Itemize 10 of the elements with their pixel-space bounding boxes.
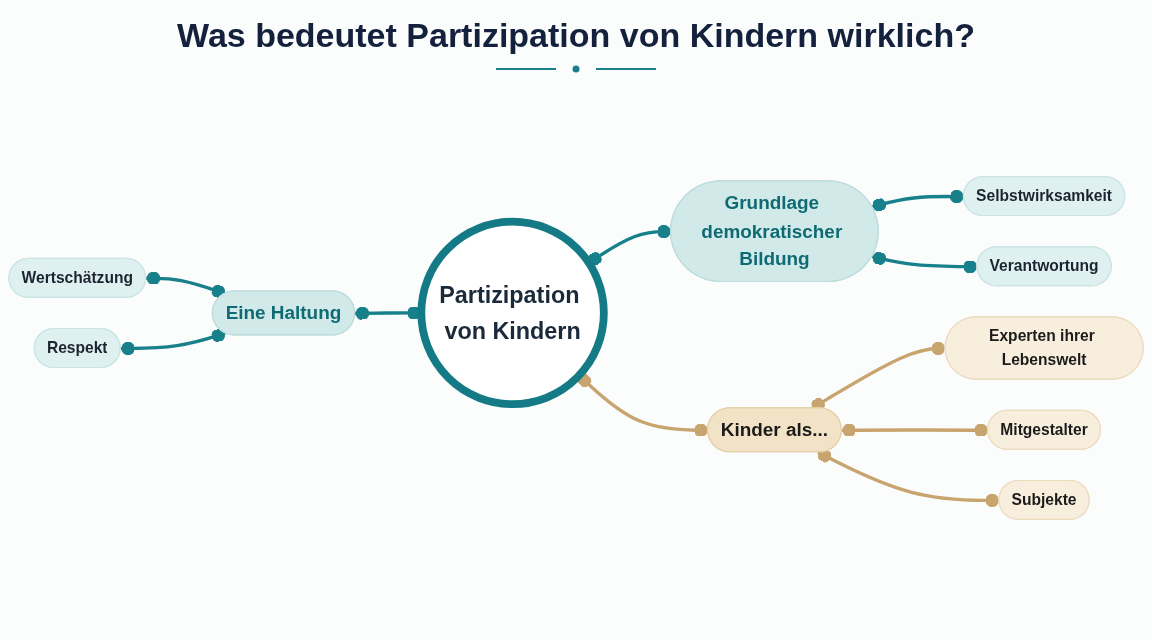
node-circle: Partizipation von Kindern <box>417 217 608 409</box>
connector <box>817 448 1000 508</box>
connector <box>871 251 978 274</box>
connector <box>871 189 964 212</box>
title: Was bedeutet Partizipation von Kindern wirklich? <box>176 15 976 56</box>
connector <box>146 271 226 299</box>
connector <box>577 373 709 438</box>
connector <box>120 328 226 356</box>
connector <box>841 423 989 438</box>
connector <box>587 224 672 266</box>
